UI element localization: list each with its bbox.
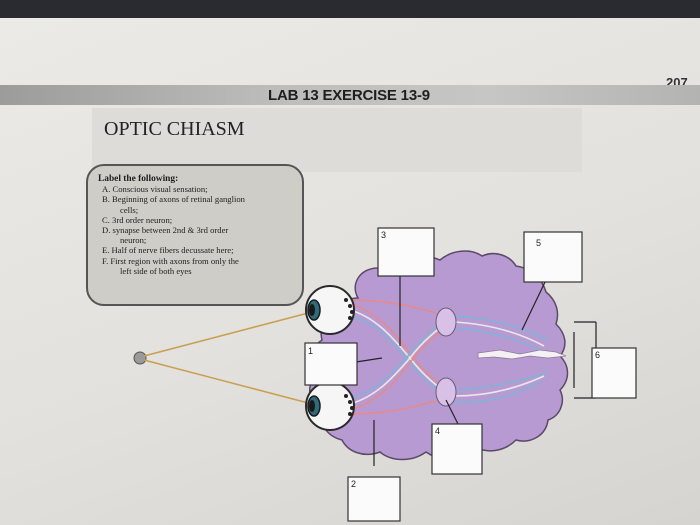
answer-box-3-number: 3 [381,230,386,240]
answer-box-6: 6 [591,347,637,399]
instructions-heading: Label the following: [98,174,179,184]
eye-upper [305,285,355,335]
lateral-geniculate-nucleus-upper [435,307,457,337]
section-title: OPTIC CHIASM [104,118,245,140]
instruction-item-e: E. Half of nerve fibers decussate here; [102,245,234,256]
lab-title: LAB 13 EXERCISE 13-9 [268,87,430,104]
answer-box-5-number: 5 [536,238,541,248]
label-instructions-box: Label the following: A. Conscious visual… [86,164,304,306]
answer-box-1-number: 1 [308,346,313,356]
answer-box-3: 3 [377,227,435,277]
answer-box-2: 2 [347,476,401,522]
answer-box-4: 4 [431,423,483,475]
instruction-item-f-cont: left side of both eyes [120,265,192,276]
longitudinal-fissure [477,349,567,360]
eye-lower [305,381,355,431]
answer-box-2-number: 2 [351,479,356,489]
top-dark-band [0,0,700,18]
answer-box-6-number: 6 [595,350,600,360]
answer-box-4-number: 4 [435,426,440,436]
instruction-item-b-cont: cells; [120,204,139,215]
answer-box-1: 1 [304,342,358,386]
title-panel [92,108,582,172]
instruction-item-c: C. 3rd order neuron; [102,214,173,225]
object-point [133,351,147,365]
answer-box-5: 5 [523,231,583,283]
instruction-item-d-cont: neuron; [120,235,147,246]
header-strip [0,85,700,105]
leader-line-upper [143,311,313,357]
instruction-item-f: F. First region with axons from only the [102,255,239,266]
lateral-geniculate-nucleus-lower [435,377,457,407]
instruction-item-a: A. Conscious visual sensation; [102,184,208,195]
instruction-item-b: B. Beginning of axons of retinal ganglio… [102,194,245,205]
instruction-item-d: D. synapse between 2nd & 3rd order [102,225,229,236]
leader-line-lower [143,359,313,405]
